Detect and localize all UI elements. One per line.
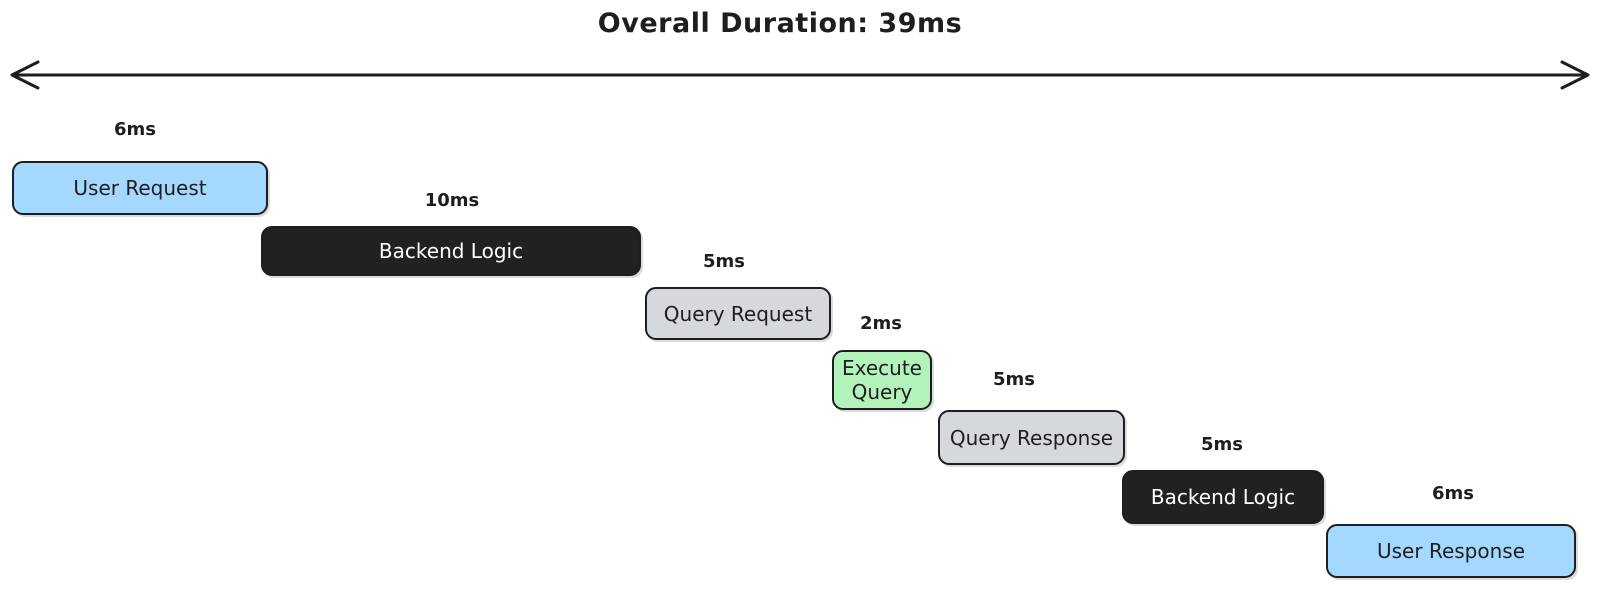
bar-backend-logic-2: Backend Logic — [1122, 470, 1324, 524]
diagram-title: Overall Duration: 39ms — [597, 8, 963, 39]
duration-label-user-request: 6ms — [114, 119, 156, 140]
duration-label-user-response: 6ms — [1432, 483, 1474, 504]
duration-label-backend-logic-2: 5ms — [1201, 434, 1243, 455]
duration-label-query-request: 5ms — [703, 251, 745, 272]
overall-duration-arrow-icon — [10, 60, 1590, 90]
duration-label-execute-query: 2ms — [860, 313, 902, 334]
duration-label-query-response: 5ms — [993, 369, 1035, 390]
bar-query-response: Query Response — [938, 410, 1125, 465]
duration-label-backend-logic-1: 10ms — [424, 190, 480, 211]
bar-user-response: User Response — [1326, 524, 1576, 578]
bar-user-request: User Request — [12, 161, 268, 215]
bar-backend-logic-1: Backend Logic — [261, 226, 641, 276]
bar-execute-query: Execute Query — [832, 350, 932, 410]
bar-query-request: Query Request — [645, 287, 831, 340]
